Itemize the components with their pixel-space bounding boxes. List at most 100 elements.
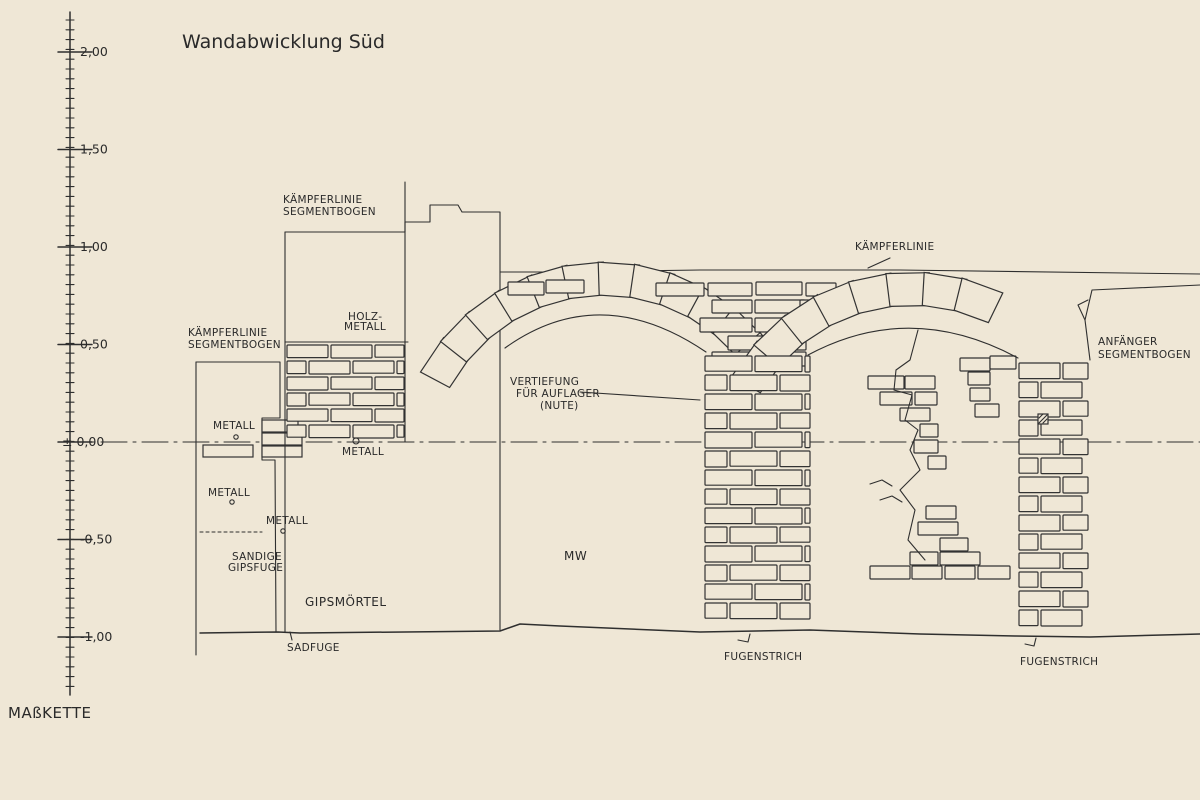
brick bbox=[779, 564, 811, 582]
brick bbox=[704, 583, 753, 600]
course-brick bbox=[755, 281, 803, 296]
fragment-brick bbox=[911, 565, 943, 580]
left-wall-outline bbox=[195, 361, 281, 633]
brick bbox=[1040, 495, 1083, 513]
brick bbox=[308, 424, 351, 439]
central-column-outline bbox=[404, 204, 501, 631]
brick bbox=[754, 393, 803, 411]
fragment-brick bbox=[867, 375, 905, 390]
fragment-stroke bbox=[869, 479, 893, 487]
fragment-brick bbox=[959, 357, 991, 372]
metal-anchor bbox=[352, 437, 360, 445]
fragment-brick bbox=[927, 455, 947, 470]
brick bbox=[396, 424, 405, 438]
brick bbox=[1018, 533, 1039, 551]
left-wall-stone bbox=[202, 444, 254, 458]
brick-pier-main bbox=[704, 355, 811, 620]
brick bbox=[330, 344, 373, 359]
brick bbox=[1018, 571, 1039, 588]
scale-minor-ticks bbox=[65, 19, 75, 687]
arch-left-intrados bbox=[504, 314, 707, 353]
drawing-title: Wandabwicklung Süd bbox=[182, 31, 385, 53]
brick bbox=[704, 412, 728, 430]
brick bbox=[779, 488, 811, 506]
brick-pier-right bbox=[1018, 362, 1089, 627]
brick bbox=[704, 355, 753, 372]
brick bbox=[754, 583, 803, 601]
damage-outline bbox=[893, 329, 926, 561]
central-wall-column bbox=[404, 204, 1200, 631]
brick bbox=[754, 355, 803, 373]
label-mw: MW bbox=[564, 549, 587, 563]
brick bbox=[330, 408, 373, 423]
brick bbox=[1040, 533, 1083, 550]
label-fugenstrich-2: FUGENSTRICH bbox=[1020, 656, 1098, 668]
label-anfaenger-a: ANFÄNGER bbox=[1098, 335, 1158, 348]
brick bbox=[704, 393, 753, 411]
label-gipsmoertel: GIPSMÖRTEL bbox=[305, 593, 387, 609]
brick bbox=[286, 344, 329, 359]
upper-pillar-section bbox=[229, 181, 409, 633]
brick bbox=[704, 526, 728, 544]
fragment-brick bbox=[944, 565, 976, 580]
fragment-stroke bbox=[879, 495, 903, 503]
brick bbox=[1018, 552, 1061, 569]
brick bbox=[779, 526, 811, 543]
label-vertiefung-a: VERTIEFUNG bbox=[510, 376, 579, 388]
brick bbox=[1018, 419, 1039, 437]
fragment-brick bbox=[899, 407, 931, 422]
brick bbox=[374, 408, 405, 423]
brick bbox=[1062, 552, 1089, 570]
leader-fugenstrich-2 bbox=[1024, 637, 1037, 647]
brick bbox=[804, 393, 811, 410]
segmental-arch-left bbox=[419, 261, 841, 389]
brick bbox=[754, 545, 803, 562]
scale-tick-label: 0,50 bbox=[80, 337, 108, 352]
label-sandige-a: SANDIGE bbox=[232, 551, 282, 563]
label-holz-metall-b: METALL bbox=[344, 321, 386, 333]
brick bbox=[1062, 362, 1089, 380]
label-kaempferlinie-2a: KÄMPFERLINIE bbox=[188, 326, 267, 339]
brick bbox=[1018, 609, 1039, 627]
brick bbox=[804, 355, 811, 373]
brick bbox=[352, 360, 395, 374]
brick bbox=[1040, 419, 1083, 436]
brick bbox=[1062, 438, 1089, 456]
brick bbox=[286, 360, 307, 375]
brick bbox=[1018, 476, 1061, 494]
fragment-brick bbox=[917, 521, 959, 536]
brick bbox=[1018, 457, 1039, 474]
brick bbox=[1018, 514, 1061, 532]
brick bbox=[729, 450, 778, 467]
brick bbox=[1062, 590, 1089, 608]
label-sandige-b: GIPSFUGE bbox=[228, 562, 283, 574]
segmental-arch-right bbox=[730, 271, 1004, 394]
label-kaempferlinie-2b: SEGMENTBOGEN bbox=[188, 339, 281, 351]
brick bbox=[352, 392, 395, 407]
brick bbox=[1018, 381, 1039, 399]
brick bbox=[374, 344, 405, 358]
brick bbox=[396, 360, 405, 375]
brick bbox=[1018, 590, 1061, 608]
brick bbox=[704, 450, 728, 468]
brick bbox=[804, 545, 811, 563]
damaged-masonry-fragments bbox=[867, 355, 1049, 580]
brick bbox=[286, 376, 329, 391]
hatch-marks bbox=[1038, 413, 1048, 424]
brick bbox=[286, 408, 329, 422]
leader-vertiefung bbox=[579, 391, 701, 401]
brick bbox=[704, 431, 753, 449]
upper-pillar-outline bbox=[284, 181, 406, 633]
label-fugenstrich-1: FUGENSTRICH bbox=[724, 651, 802, 663]
fragment-brick bbox=[939, 551, 981, 566]
brick bbox=[1062, 514, 1089, 531]
label-kaempferlinie-3: KÄMPFERLINIE bbox=[855, 240, 934, 253]
fragment-brick bbox=[925, 505, 957, 520]
label-sadfuge: SADFUGE bbox=[287, 642, 340, 654]
step-stone-3 bbox=[261, 445, 303, 458]
brick bbox=[704, 469, 753, 486]
brick bbox=[754, 469, 803, 487]
brick bbox=[1018, 495, 1039, 513]
scale-tick-label: -1,00 bbox=[80, 629, 112, 644]
